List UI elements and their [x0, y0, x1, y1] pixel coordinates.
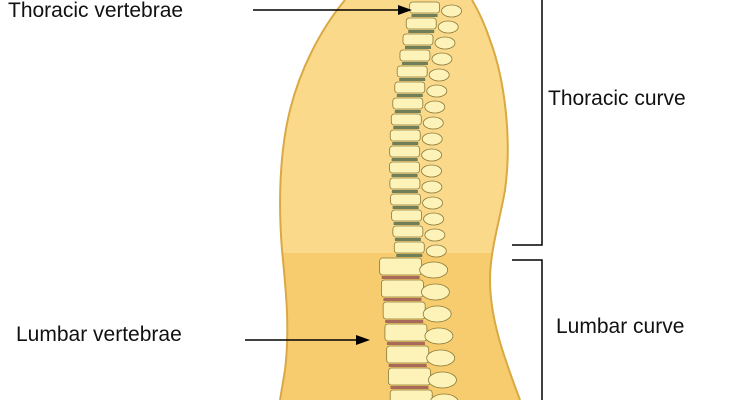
intervertebral-disc — [394, 110, 421, 113]
spinous-process — [422, 116, 444, 130]
thoracic-vertebra — [392, 225, 424, 238]
thoracic-vertebra — [394, 81, 426, 94]
thoracic-vertebra — [389, 161, 420, 174]
spinous-process — [428, 371, 457, 389]
spinous-process — [430, 393, 459, 400]
intervertebral-disc — [391, 190, 418, 193]
spinous-process — [441, 4, 462, 18]
thoracic-vertebra — [393, 241, 425, 254]
thoracic-vertebra — [391, 209, 423, 222]
intervertebral-disc — [390, 386, 429, 389]
intervertebral-disc — [393, 126, 420, 129]
spinous-process — [434, 36, 456, 50]
spinous-process — [426, 84, 448, 98]
lumbar-vertebra — [389, 389, 433, 400]
lumbar-vertebrae-label: Lumbar vertebrae — [16, 323, 182, 346]
lumbar-curve-bracket — [512, 259, 543, 400]
intervertebral-disc — [391, 174, 418, 177]
spinous-process — [425, 244, 447, 258]
spinous-process — [437, 20, 459, 34]
thoracic-vertebra — [390, 193, 421, 206]
spinal-column — [379, 1, 462, 400]
thoracic-curve-bracket — [512, 0, 543, 246]
intervertebral-disc — [385, 320, 424, 323]
intervertebral-disc — [393, 222, 420, 225]
annotation-lines — [245, 0, 543, 400]
thoracic-vertebra — [396, 65, 428, 78]
lumbar-curve-label: Lumbar curve — [556, 315, 685, 338]
lumbar-vertebrae-arrowhead — [356, 335, 370, 345]
lumbar-vertebra — [382, 301, 426, 320]
spinous-process — [421, 148, 443, 162]
spinous-process — [424, 327, 454, 345]
intervertebral-disc — [383, 298, 422, 301]
thoracic-vertebra — [399, 49, 431, 62]
torso-outline — [279, 0, 521, 400]
intervertebral-disc — [396, 254, 423, 257]
lumbar-vertebra — [388, 367, 431, 386]
thoracic-vertebrae-label: Thoracic vertebrae — [8, 0, 184, 22]
intervertebral-disc — [386, 342, 425, 345]
thoracic-vertebra — [389, 129, 421, 142]
intervertebral-disc — [399, 78, 426, 81]
spinous-process — [421, 164, 442, 178]
intervertebral-disc — [392, 142, 419, 145]
spinous-process — [423, 212, 445, 226]
spinous-process — [419, 261, 449, 279]
spinous-process — [422, 305, 452, 323]
thoracic-vertebra — [402, 33, 434, 46]
spinous-process — [422, 196, 443, 210]
intervertebral-disc — [391, 158, 418, 161]
lumbar-vertebra — [380, 279, 424, 298]
spinous-process — [420, 283, 450, 301]
spinous-process — [428, 68, 450, 82]
intervertebral-disc — [396, 94, 423, 97]
spinous-process — [426, 349, 456, 367]
spinous-process — [431, 52, 453, 66]
intervertebral-disc — [381, 276, 420, 279]
thoracic-vertebra — [389, 177, 421, 190]
intervertebral-disc — [388, 364, 427, 367]
intervertebral-disc — [392, 206, 419, 209]
spinous-process — [421, 180, 443, 194]
spinous-process — [424, 228, 446, 242]
thoracic-vertebra — [405, 17, 437, 30]
intervertebral-disc — [404, 46, 431, 49]
thoracic-vertebra — [390, 113, 422, 126]
intervertebral-disc — [411, 14, 438, 17]
spinous-process — [424, 100, 446, 114]
intervertebral-disc — [401, 62, 428, 65]
lumbar-vertebra — [384, 323, 428, 342]
thoracic-vertebra — [389, 145, 421, 158]
thoracic-vertebra — [409, 1, 440, 14]
intervertebral-disc — [408, 30, 435, 33]
thoracic-curve-label: Thoracic curve — [548, 87, 686, 110]
thoracic-vertebrae-arrowhead — [398, 5, 412, 15]
thoracic-vertebra — [392, 97, 424, 110]
spinous-process — [421, 132, 443, 146]
intervertebral-disc — [394, 238, 421, 241]
lumbar-vertebra — [379, 257, 423, 276]
lumbar-vertebra — [386, 345, 430, 364]
